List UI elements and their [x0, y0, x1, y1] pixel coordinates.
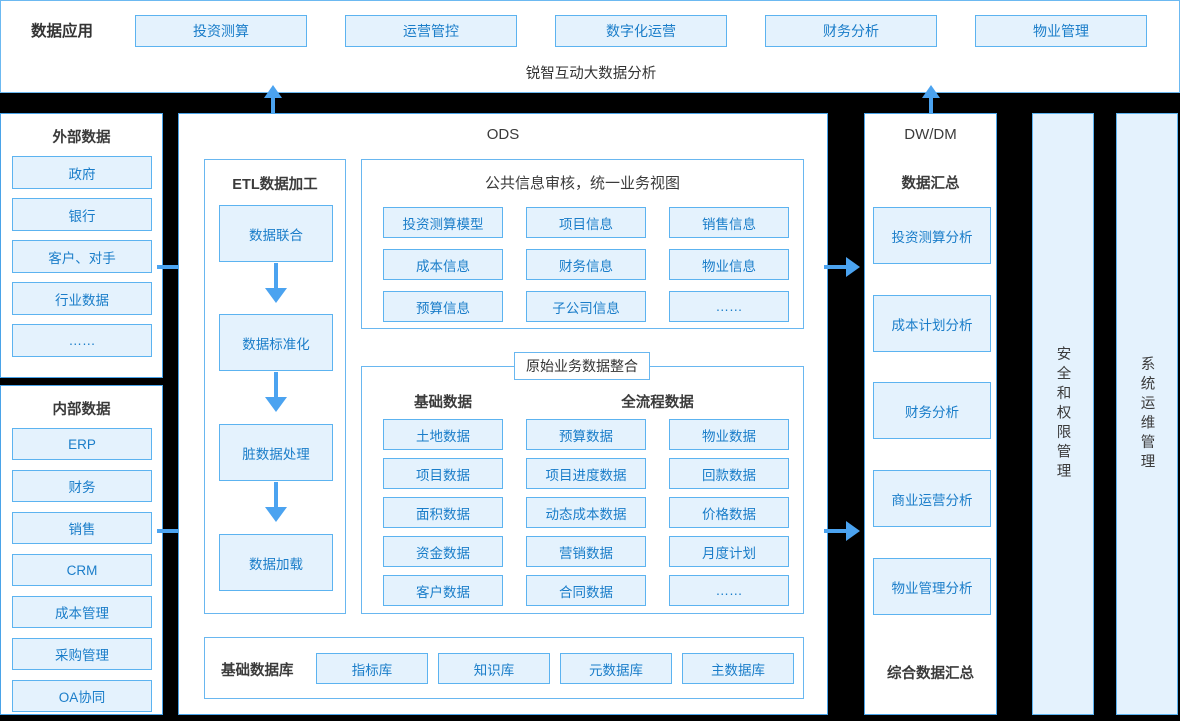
- base-db-item-knowledge[interactable]: 知识库: [438, 653, 550, 684]
- basic-data-title: 基础数据: [414, 395, 472, 411]
- dwdm-item-cost-plan-analysis[interactable]: 成本计划分析: [873, 295, 991, 352]
- fullprocess-item-monthly-plan[interactable]: 月度计划: [669, 536, 789, 567]
- fullprocess-item-project-progress[interactable]: 项目进度数据: [526, 458, 646, 489]
- fullprocess-item-property[interactable]: 物业数据: [669, 419, 789, 450]
- internal-data-item-purchase-mgmt[interactable]: 采购管理: [12, 638, 152, 670]
- public-info-item-cost[interactable]: 成本信息: [383, 249, 503, 280]
- etl-step-dirty-data[interactable]: 脏数据处理: [219, 424, 333, 481]
- internal-data-item-crm[interactable]: CRM: [12, 554, 152, 586]
- app-bar-subtitle: 锐智互动大数据分析: [525, 66, 657, 82]
- external-data-title: 外部数据: [52, 130, 111, 146]
- internal-data-item-erp[interactable]: ERP: [12, 428, 152, 460]
- data-application-bar: 数据应用 投资测算 运营管控 数字化运营 财务分析 物业管理 锐智互动大数据分析: [0, 0, 1180, 93]
- up-arrow-dwdm-to-apps: [921, 85, 941, 117]
- system-ops-column: 系统运维管理: [1116, 113, 1178, 715]
- dwdm-item-commercial-analysis[interactable]: 商业运营分析: [873, 470, 991, 527]
- base-db-item-master[interactable]: 主数据库: [682, 653, 794, 684]
- public-info-item-more[interactable]: ……: [669, 291, 789, 322]
- security-permission-column: 安全和权限管理: [1032, 113, 1094, 715]
- up-arrow-ods-to-apps: [263, 85, 283, 117]
- app-tab-finance[interactable]: 财务分析: [765, 15, 937, 47]
- basic-data-item-area[interactable]: 面积数据: [383, 497, 503, 528]
- system-ops-label: 系统运维管理: [1138, 355, 1155, 473]
- dwdm-item-property-analysis[interactable]: 物业管理分析: [873, 558, 991, 615]
- external-data-item-industry[interactable]: 行业数据: [12, 282, 152, 315]
- base-db-item-indicator[interactable]: 指标库: [316, 653, 428, 684]
- right-arrow-ods-to-dwdm-top: [824, 257, 860, 277]
- basic-data-item-funds[interactable]: 资金数据: [383, 536, 503, 567]
- raw-integration-title: 原始业务数据整合: [514, 352, 650, 380]
- external-data-panel: 外部数据 政府 银行 客户、对手 行业数据 ……: [0, 113, 163, 378]
- dwdm-item-finance-analysis[interactable]: 财务分析: [873, 382, 991, 439]
- fullprocess-item-contract[interactable]: 合同数据: [526, 575, 646, 606]
- etl-step-data-load[interactable]: 数据加载: [219, 534, 333, 591]
- fullprocess-item-more[interactable]: ……: [669, 575, 789, 606]
- fullprocess-item-price[interactable]: 价格数据: [669, 497, 789, 528]
- internal-data-panel: 内部数据 ERP 财务 销售 CRM 成本管理 采购管理 OA协同: [0, 385, 163, 715]
- public-info-panel: 公共信息审核，统一业务视图 投资测算模型 项目信息 销售信息 成本信息 财务信息…: [361, 159, 804, 329]
- dwdm-footer: 综合数据汇总: [887, 666, 974, 682]
- internal-data-item-finance[interactable]: 财务: [12, 470, 152, 502]
- app-tab-property[interactable]: 物业管理: [975, 15, 1147, 47]
- public-info-item-subsidiary[interactable]: 子公司信息: [526, 291, 646, 322]
- external-data-item-government[interactable]: 政府: [12, 156, 152, 189]
- app-tab-digital[interactable]: 数字化运营: [555, 15, 727, 47]
- fullprocess-item-dynamic-cost[interactable]: 动态成本数据: [526, 497, 646, 528]
- internal-data-item-cost-mgmt[interactable]: 成本管理: [12, 596, 152, 628]
- internal-data-item-sales[interactable]: 销售: [12, 512, 152, 544]
- ods-panel: ODS ETL数据加工 数据联合 数据标准化 脏数据处理 数据加载 公共信息审核…: [178, 113, 828, 715]
- right-arrow-ods-to-dwdm-bottom: [824, 521, 860, 541]
- internal-data-title: 内部数据: [52, 402, 111, 418]
- base-db-title: 基础数据库: [221, 663, 294, 679]
- base-db-item-metadata[interactable]: 元数据库: [560, 653, 672, 684]
- public-info-item-project[interactable]: 项目信息: [526, 207, 646, 238]
- public-info-item-property[interactable]: 物业信息: [669, 249, 789, 280]
- etl-step-data-union[interactable]: 数据联合: [219, 205, 333, 262]
- basic-data-item-land[interactable]: 土地数据: [383, 419, 503, 450]
- basic-data-item-customer[interactable]: 客户数据: [383, 575, 503, 606]
- public-info-item-investment-model[interactable]: 投资测算模型: [383, 207, 503, 238]
- raw-integration-panel: 基础数据 全流程数据 土地数据 项目数据 面积数据 资金数据 客户数据 预算数据…: [361, 366, 804, 614]
- etl-arrow-2: [265, 372, 287, 412]
- dwdm-panel: DW/DM 数据汇总 投资测算分析 成本计划分析 财务分析 商业运营分析 物业管…: [864, 113, 997, 715]
- dwdm-item-investment-analysis[interactable]: 投资测算分析: [873, 207, 991, 264]
- fullprocess-item-marketing[interactable]: 营销数据: [526, 536, 646, 567]
- public-info-title: 公共信息审核，统一业务视图: [484, 175, 680, 192]
- etl-step-standardization[interactable]: 数据标准化: [219, 314, 333, 371]
- etl-arrow-1: [265, 263, 287, 303]
- security-permission-label: 安全和权限管理: [1054, 345, 1071, 483]
- public-info-item-sales[interactable]: 销售信息: [669, 207, 789, 238]
- public-info-item-finance[interactable]: 财务信息: [526, 249, 646, 280]
- fullprocess-item-budget[interactable]: 预算数据: [526, 419, 646, 450]
- external-data-item-bank[interactable]: 银行: [12, 198, 152, 231]
- public-info-item-budget[interactable]: 预算信息: [383, 291, 503, 322]
- basic-data-item-project[interactable]: 项目数据: [383, 458, 503, 489]
- external-data-item-more[interactable]: ……: [12, 324, 152, 357]
- dwdm-subtitle: 数据汇总: [901, 176, 960, 192]
- app-tab-investment[interactable]: 投资测算: [135, 15, 307, 47]
- external-data-item-customer-competitor[interactable]: 客户、对手: [12, 240, 152, 273]
- etl-arrow-3: [265, 482, 287, 522]
- fullprocess-item-collection[interactable]: 回款数据: [669, 458, 789, 489]
- ods-title: ODS: [486, 126, 520, 143]
- fullprocess-data-title: 全流程数据: [621, 395, 694, 411]
- data-application-label: 数据应用: [31, 23, 94, 40]
- dwdm-title: DW/DM: [904, 126, 957, 143]
- app-tab-operations[interactable]: 运营管控: [345, 15, 517, 47]
- internal-data-item-oa[interactable]: OA协同: [12, 680, 152, 712]
- etl-title: ETL数据加工: [232, 177, 318, 193]
- etl-panel: ETL数据加工 数据联合 数据标准化 脏数据处理 数据加载: [204, 159, 346, 614]
- base-db-panel: 基础数据库 指标库 知识库 元数据库 主数据库: [204, 637, 804, 699]
